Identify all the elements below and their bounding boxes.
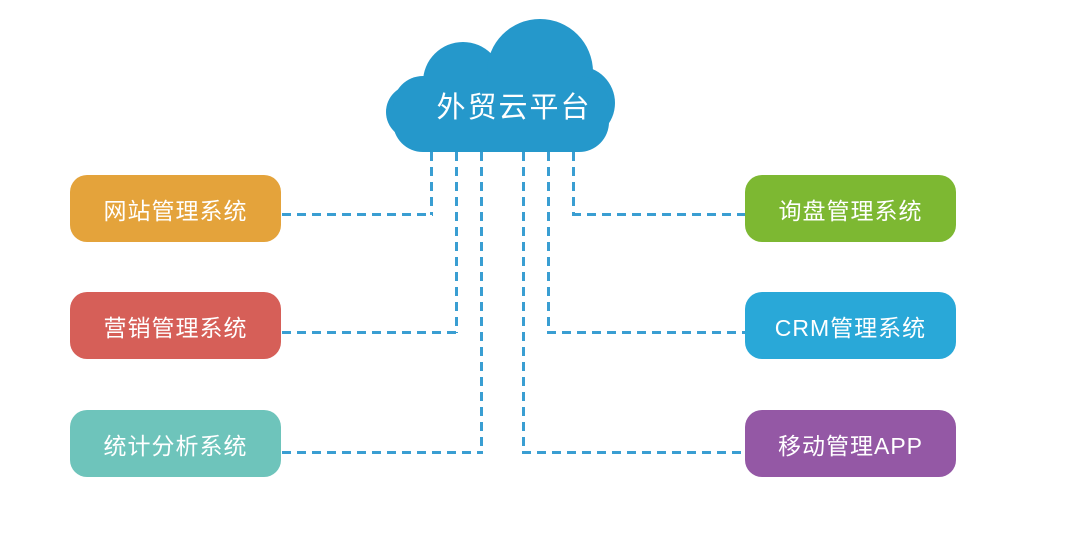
connector-crm-vertical: [547, 152, 550, 333]
connector-stats-horizontal: [282, 451, 483, 454]
cloud-label: 外贸云平台: [436, 92, 592, 124]
connector-marketing-vertical: [455, 152, 458, 333]
node-label: 网站管理系统: [103, 197, 248, 224]
cloud-shape: 外贸云平台: [386, 18, 615, 152]
node-inquiry-management: 询盘管理系统: [745, 175, 956, 242]
connector-marketing-horizontal: [282, 331, 458, 334]
connector-inquiry-vertical: [572, 152, 575, 215]
node-label: CRM管理系统: [774, 314, 927, 341]
connector-crm-horizontal: [547, 331, 745, 334]
node-label: 移动管理APP: [777, 432, 924, 459]
node-stats-analysis: 统计分析系统: [70, 410, 281, 477]
node-mobile-app: 移动管理APP: [745, 410, 956, 477]
node-crm-management: CRM管理系统: [745, 292, 956, 359]
cloud-base: [393, 76, 609, 152]
connector-inquiry-horizontal: [572, 213, 745, 216]
connector-mobile-horizontal: [522, 451, 745, 454]
node-label: 询盘管理系统: [778, 197, 923, 224]
node-website-management: 网站管理系统: [70, 175, 281, 242]
connector-stats-vertical: [480, 152, 483, 453]
node-marketing-management: 营销管理系统: [70, 292, 281, 359]
node-label: 营销管理系统: [103, 314, 248, 341]
connector-website-vertical: [430, 152, 433, 215]
connector-website-horizontal: [282, 213, 433, 216]
node-label: 统计分析系统: [103, 432, 248, 459]
connector-mobile-vertical: [522, 152, 525, 453]
